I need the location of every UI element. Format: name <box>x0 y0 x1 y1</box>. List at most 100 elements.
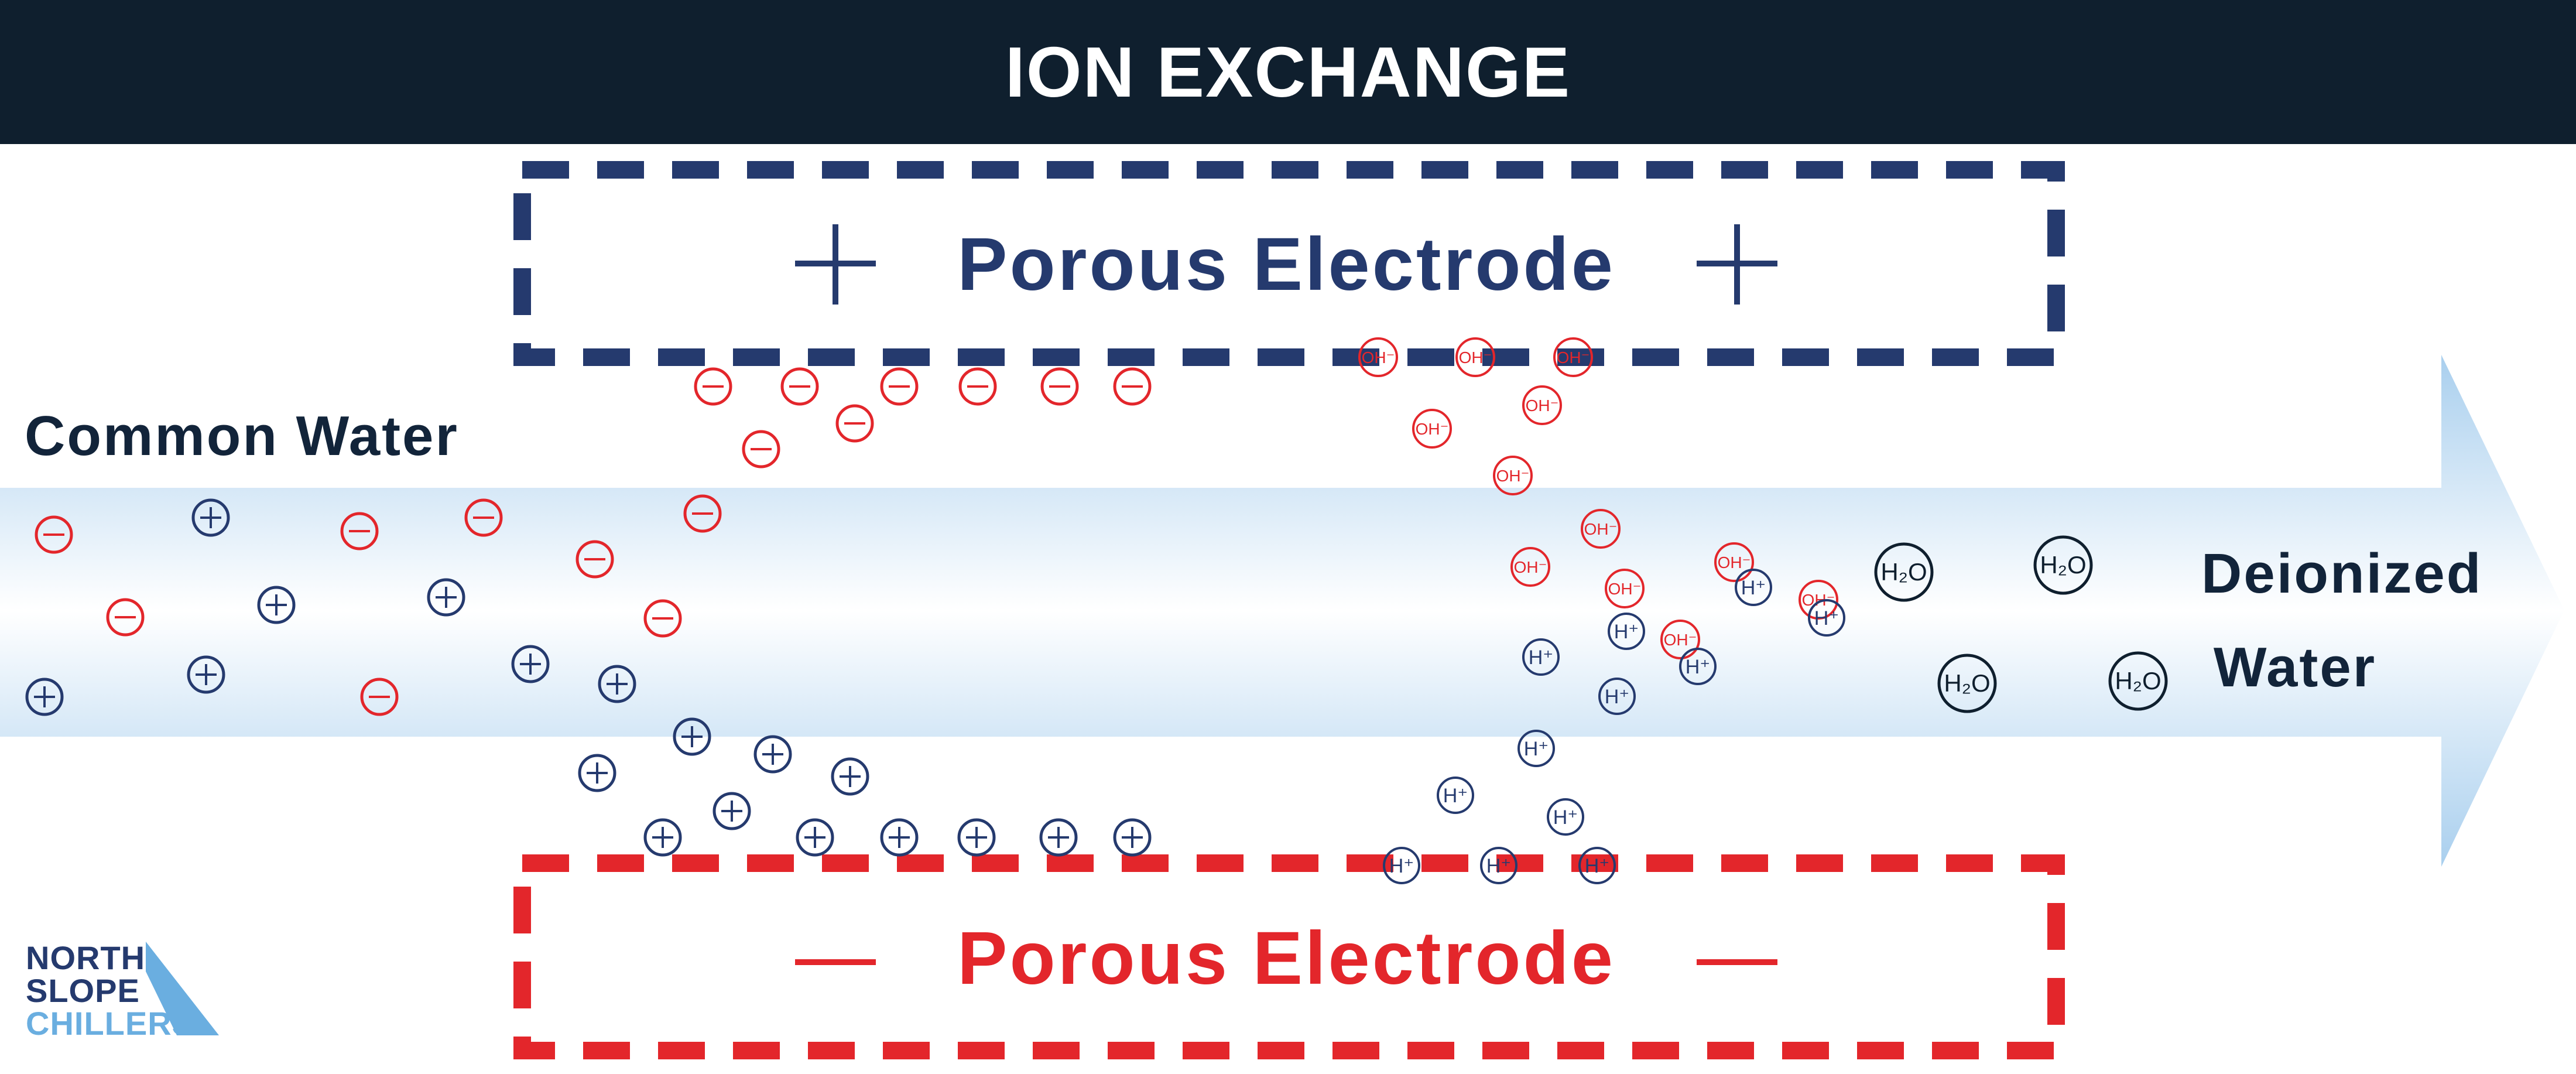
water-molecule-icon: H₂O <box>1874 542 1934 602</box>
water-molecule-icon: H₂O <box>2108 651 2168 711</box>
svg-text:OH⁻: OH⁻ <box>1362 348 1395 367</box>
anion-icon <box>880 367 919 406</box>
cation-icon <box>1113 818 1152 857</box>
svg-text:H⁺: H⁺ <box>1553 806 1578 829</box>
anion-icon <box>106 598 145 637</box>
svg-text:H₂O: H₂O <box>2040 551 2086 579</box>
hydrogen-ion-icon: H⁺ <box>1598 678 1636 715</box>
cation-icon <box>25 678 64 716</box>
hydroxide-ion-icon: OH⁻ <box>1358 337 1398 377</box>
negative-electrode-label: Porous Electrode <box>957 916 1615 1000</box>
hydroxide-ion-icon: OH⁻ <box>1510 547 1550 587</box>
hydrogen-ion-icon: H⁺ <box>1437 777 1474 814</box>
hydrogen-ion-icon: H⁺ <box>1578 847 1616 884</box>
sail-icon <box>137 942 219 1035</box>
header-bar: ION EXCHANGE <box>0 0 2576 144</box>
hydrogen-ion-icon: H⁺ <box>1679 648 1717 685</box>
anion-icon <box>958 367 997 406</box>
hydroxide-ion-icon: OH⁻ <box>1660 620 1700 659</box>
cation-icon <box>957 818 996 857</box>
svg-text:OH⁻: OH⁻ <box>1496 467 1530 485</box>
positive-electrode-box <box>513 161 2065 366</box>
svg-text:H⁺: H⁺ <box>1443 785 1468 807</box>
hydroxide-ion-icon: OH⁻ <box>1455 337 1495 377</box>
anion-icon <box>780 367 819 406</box>
cation-icon <box>578 754 616 792</box>
svg-text:H⁺: H⁺ <box>1389 855 1414 877</box>
anion-icon <box>340 512 379 550</box>
hydrogen-ion-icon: H⁺ <box>1808 599 1845 637</box>
svg-text:H⁺: H⁺ <box>1605 686 1630 708</box>
hydroxide-ion-icon: OH⁻ <box>1605 569 1645 608</box>
cation-icon <box>1039 818 1078 857</box>
negative-electrode-box <box>513 854 2065 1059</box>
water-molecule-icon: H₂O <box>1937 654 1997 713</box>
cation-icon <box>796 818 834 857</box>
hydroxide-ion-icon: OH⁻ <box>1714 542 1754 582</box>
hydroxide-ion-icon: OH⁻ <box>1581 509 1621 549</box>
output-water-label-line2: Water <box>2213 636 2377 699</box>
page-title: ION EXCHANGE <box>1005 32 1571 112</box>
anion-icon <box>694 367 732 406</box>
ion-layer: OH⁻OH⁻OH⁻OH⁻OH⁻OH⁻OH⁻OH⁻OH⁻OH⁻OH⁻OH⁻H⁺H⁺… <box>25 337 2168 884</box>
svg-text:OH⁻: OH⁻ <box>1557 348 1590 367</box>
logo-text-chillers: CHILLERS <box>26 1005 194 1042</box>
plus-sign-icon <box>1697 224 1777 305</box>
svg-text:OH⁻: OH⁻ <box>1526 396 1559 415</box>
svg-text:H⁺: H⁺ <box>1486 855 1512 877</box>
cation-icon <box>257 586 296 624</box>
svg-text:H₂O: H₂O <box>1944 669 1990 697</box>
cation-icon <box>673 717 711 756</box>
svg-text:H⁺: H⁺ <box>1741 577 1766 599</box>
svg-text:H₂O: H₂O <box>2115 667 2161 695</box>
anion-icon <box>835 404 874 443</box>
logo-text-north: NORTH <box>26 939 146 976</box>
svg-text:OH⁻: OH⁻ <box>1416 420 1449 438</box>
cation-icon <box>831 757 869 796</box>
svg-text:H⁺: H⁺ <box>1524 738 1549 760</box>
svg-text:OH⁻: OH⁻ <box>1718 553 1751 572</box>
cation-icon <box>511 645 550 683</box>
anion-icon <box>1113 367 1152 406</box>
svg-text:H⁺: H⁺ <box>1814 607 1839 630</box>
cation-icon <box>712 792 751 830</box>
hydroxide-ion-icon: OH⁻ <box>1493 456 1533 495</box>
anion-icon <box>35 515 73 554</box>
svg-text:OH⁻: OH⁻ <box>1608 580 1642 598</box>
plus-sign-icon <box>795 224 876 305</box>
anion-icon <box>742 430 780 468</box>
water-molecule-icon: H₂O <box>2033 535 2093 595</box>
input-water-label: Common Water <box>25 405 459 467</box>
anion-icon <box>360 678 399 716</box>
svg-text:H⁺: H⁺ <box>1529 647 1554 669</box>
positive-electrode-label: Porous Electrode <box>957 223 1615 306</box>
anion-icon <box>683 494 722 533</box>
cation-icon <box>187 655 225 694</box>
svg-text:OH⁻: OH⁻ <box>1664 631 1697 649</box>
output-water-label-line1: Deionized <box>2201 542 2483 605</box>
cation-icon <box>753 735 792 774</box>
anion-icon <box>464 498 503 537</box>
logo-text-slope: SLOPE <box>26 972 140 1009</box>
svg-text:H⁺: H⁺ <box>1686 656 1711 678</box>
hydrogen-ion-icon: H⁺ <box>1480 847 1517 884</box>
water-flow-arrow <box>0 355 2564 867</box>
cation-icon <box>598 665 636 703</box>
cation-icon <box>427 578 465 617</box>
svg-text:OH⁻: OH⁻ <box>1514 558 1547 576</box>
cation-icon <box>643 818 682 857</box>
cation-icon <box>880 818 919 857</box>
hydrogen-ion-icon: H⁺ <box>1735 569 1772 606</box>
hydrogen-ion-icon: H⁺ <box>1547 798 1584 836</box>
hydrogen-ion-icon: H⁺ <box>1383 847 1420 884</box>
hydroxide-ion-icon: OH⁻ <box>1553 337 1593 377</box>
anion-icon <box>643 599 682 638</box>
cation-icon <box>191 498 230 537</box>
svg-text:OH⁻: OH⁻ <box>1459 348 1492 367</box>
svg-text:H⁺: H⁺ <box>1614 621 1639 643</box>
hydrogen-ion-icon: H⁺ <box>1608 613 1645 650</box>
hydrogen-ion-icon: H⁺ <box>1522 638 1560 676</box>
hydrogen-ion-icon: H⁺ <box>1517 730 1555 767</box>
svg-text:H₂O: H₂O <box>1880 558 1927 586</box>
